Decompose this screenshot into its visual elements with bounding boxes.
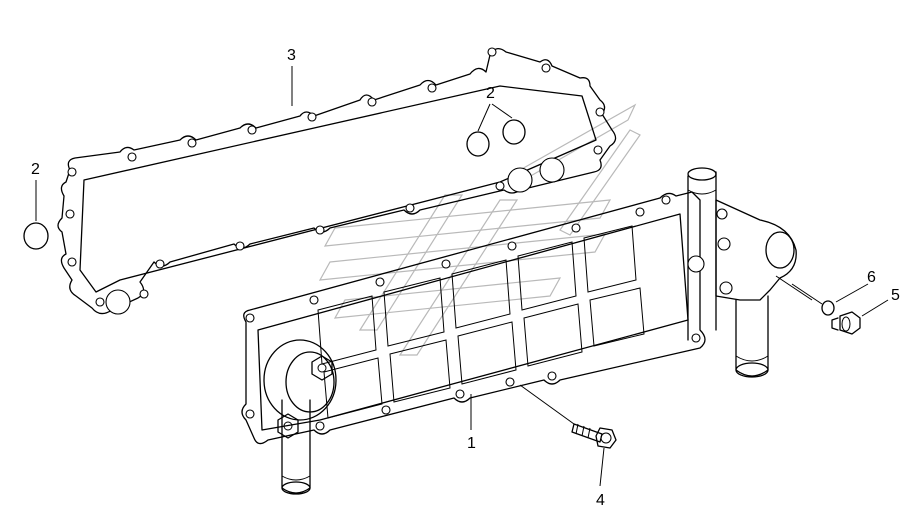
callout-2-top: 2 — [486, 85, 495, 102]
o-ring-left — [23, 222, 49, 250]
callout-1: 1 — [467, 435, 476, 452]
callout-5: 5 — [891, 287, 900, 304]
callout-3: 3 — [287, 47, 296, 64]
seal-ring — [821, 300, 835, 316]
oil-cooler-body — [241, 167, 797, 495]
callout-2-left: 2 — [31, 161, 40, 178]
o-ring-pair — [466, 119, 526, 157]
plug — [831, 311, 861, 335]
callout-6: 6 — [867, 269, 876, 286]
leader-lines — [35, 66, 889, 487]
bolt — [571, 423, 617, 449]
callout-4: 4 — [596, 492, 605, 509]
gasket — [57, 47, 617, 315]
